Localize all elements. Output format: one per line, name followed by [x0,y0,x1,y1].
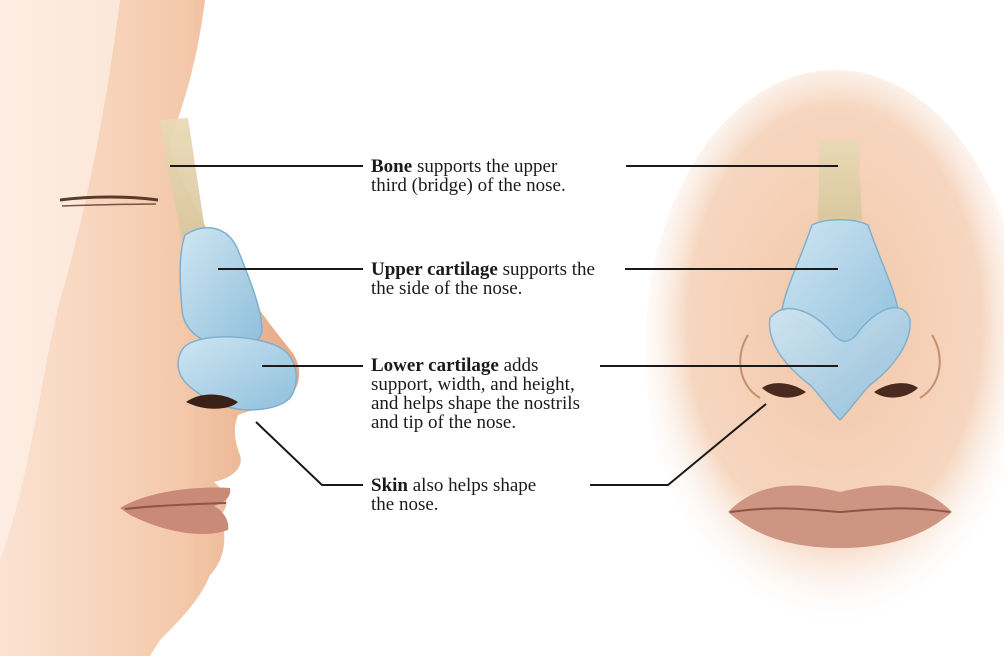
front-view [645,70,1004,630]
front-bone [818,140,862,222]
leader-skin-left [256,422,363,485]
label-lower-cartilage: Lower cartilage adds support, width, and… [371,356,580,432]
profile-view [0,0,299,656]
label-upper-cartilage: Upper cartilage supports the the side of… [371,260,595,298]
term-lower-cartilage: Lower cartilage [371,355,499,376]
term-upper-cartilage: Upper cartilage [371,259,498,280]
label-bone: Bone supports the upper third (bridge) o… [371,157,566,195]
profile-upper-cartilage [180,228,262,346]
term-skin: Skin [371,475,408,496]
term-bone: Bone [371,156,412,177]
label-skin: Skin also helps shape the nose. [371,476,536,514]
